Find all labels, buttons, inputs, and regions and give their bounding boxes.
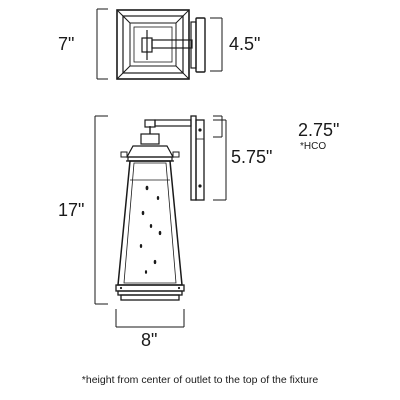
hco-bracket bbox=[213, 115, 223, 138]
side-view: 17" bbox=[58, 115, 339, 350]
side-backplate bbox=[190, 115, 205, 201]
footnote: *height from center of outlet to the top… bbox=[81, 374, 319, 386]
lantern-base bbox=[115, 284, 185, 301]
backplate-height-bracket bbox=[213, 119, 227, 201]
hco-note: *HCO bbox=[300, 141, 326, 152]
roof-ornaments bbox=[120, 151, 180, 158]
wall-arm bbox=[149, 119, 192, 134]
lantern-body bbox=[117, 160, 183, 286]
top-view-backplate bbox=[190, 17, 206, 73]
height-bracket bbox=[94, 115, 108, 305]
hco-label: 2.75" bbox=[298, 120, 339, 140]
backplate-width-label: 4.5" bbox=[229, 34, 260, 54]
top-view-arm bbox=[141, 30, 193, 60]
top-view-shade bbox=[116, 9, 190, 80]
top-depth-bracket bbox=[96, 8, 108, 80]
backplate-width-bracket bbox=[210, 17, 223, 72]
width-label: 8" bbox=[141, 330, 157, 350]
backplate-height-label: 5.75" bbox=[231, 147, 272, 167]
top-view: 7" 4.5" bbox=[58, 8, 260, 80]
lantern-roof bbox=[125, 145, 175, 162]
width-bracket bbox=[115, 309, 185, 328]
seeded-glass-bubbles bbox=[139, 185, 162, 274]
top-depth-label: 7" bbox=[58, 34, 74, 54]
height-label: 17" bbox=[58, 200, 84, 220]
